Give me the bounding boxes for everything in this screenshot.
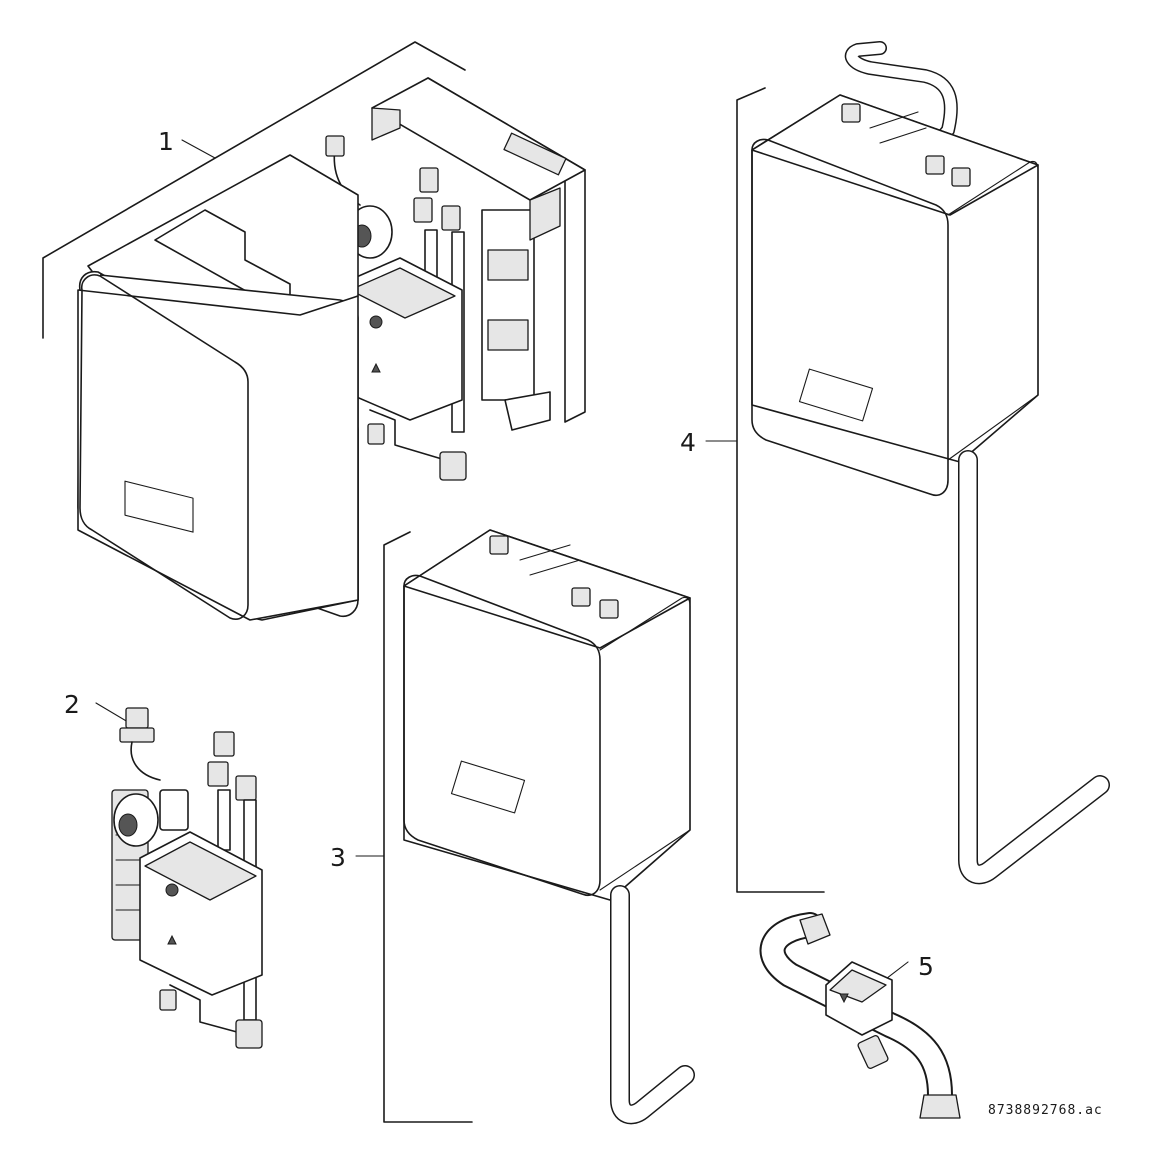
callout-1: 1 — [158, 127, 174, 156]
item-3-closed-unit-with-pipe — [355, 472, 695, 1125]
item-2-hydraulic-module — [95, 702, 263, 1049]
item-1-bracket — [42, 41, 466, 339]
drawing-code: 8738892768.ac — [988, 1103, 1103, 1118]
callout-4: 4 — [680, 428, 696, 457]
item-1-leader — [181, 139, 216, 159]
item-2-leader — [95, 702, 129, 723]
item-1-open-unit — [42, 41, 586, 621]
callout-2: 2 — [64, 690, 80, 719]
callout-3: 3 — [330, 843, 346, 872]
item-1-front-cover — [77, 154, 359, 621]
item-1-back-frame — [371, 77, 586, 431]
item-3-bracket — [383, 531, 473, 1123]
callout-5: 5 — [918, 952, 934, 981]
item-4-closed-unit-with-pipe — [705, 41, 1110, 893]
item-5-valve-fitting — [759, 912, 961, 1119]
item-4-bracket — [736, 87, 825, 893]
